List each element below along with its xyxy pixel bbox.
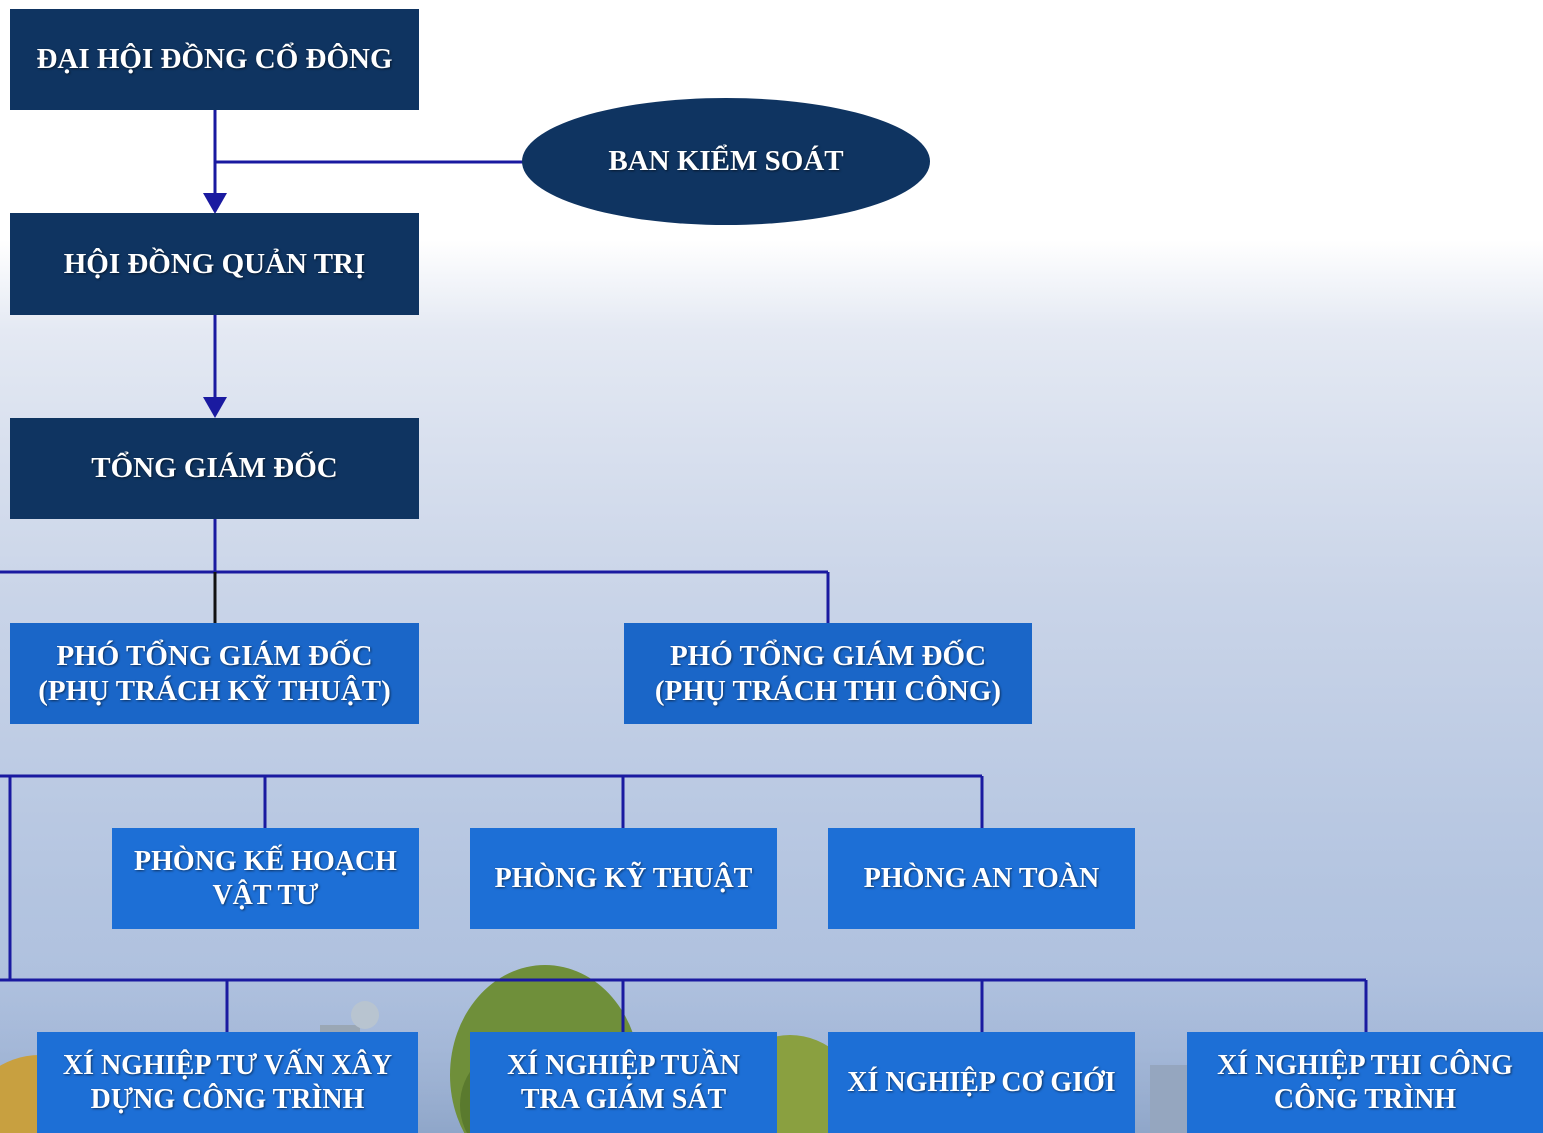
planning-department-box: PHÒNG KẾ HOẠCH VẬT TƯ xyxy=(112,828,419,929)
deputy-ceo-technical-box: PHÓ TỔNG GIÁM ĐỐC (PHỤ TRÁCH KỸ THUẬT) xyxy=(10,623,419,724)
supervisory-board-oval: BAN KIỂM SOÁT xyxy=(522,98,930,225)
mechanical-enterprise-box: XÍ NGHIỆP CƠ GIỚI xyxy=(828,1032,1135,1133)
ceo-box: TỔNG GIÁM ĐỐC xyxy=(10,418,419,519)
technical-department-box: PHÒNG KỸ THUẬT xyxy=(470,828,777,929)
shareholders-box: ĐẠI HỘI ĐỒNG CỔ ĐÔNG xyxy=(10,9,419,110)
planning-line2: VẬT TƯ xyxy=(212,879,319,911)
board-of-directors-box: HỘI ĐỒNG QUẢN TRỊ xyxy=(10,213,419,315)
inspection-enterprise-box: XÍ NGHIỆP TUẦN TRA GIÁM SÁT xyxy=(470,1032,777,1133)
construction-enterprise-box: XÍ NGHIỆP THI CÔNG CÔNG TRÌNH xyxy=(1187,1032,1543,1133)
deputy-construction-line1: PHÓ TỔNG GIÁM ĐỐC xyxy=(669,640,987,673)
construction-line2: CÔNG TRÌNH xyxy=(1273,1083,1457,1115)
construction-line1: XÍ NGHIỆP THI CÔNG xyxy=(1217,1050,1513,1082)
deputy-construction-line2: (PHỤ TRÁCH THI CÔNG) xyxy=(654,674,1002,707)
inspection-line1: XÍ NGHIỆP TUẦN xyxy=(507,1050,740,1082)
ceo-label: TỔNG GIÁM ĐỐC xyxy=(91,452,338,485)
safety-label: PHÒNG AN TOÀN xyxy=(863,862,1100,894)
planning-line1: PHÒNG KẾ HOẠCH xyxy=(134,846,397,878)
mechanical-label: XÍ NGHIỆP CƠ GIỚI xyxy=(847,1066,1116,1098)
safety-department-box: PHÒNG AN TOÀN xyxy=(828,828,1135,929)
board-label: HỘI ĐỒNG QUẢN TRỊ xyxy=(63,247,366,280)
deputy-ceo-construction-box: PHÓ TỔNG GIÁM ĐỐC (PHỤ TRÁCH THI CÔNG) xyxy=(624,623,1032,724)
supervisory-label: BAN KIỂM SOÁT xyxy=(608,145,844,177)
technical-label: PHÒNG KỸ THUẬT xyxy=(494,862,753,894)
deputy-tech-line2: (PHỤ TRÁCH KỸ THUẬT) xyxy=(38,674,391,707)
inspection-line2: TRA GIÁM SÁT xyxy=(520,1083,727,1115)
shareholders-label: ĐẠI HỘI ĐỒNG CỔ ĐÔNG xyxy=(36,43,393,76)
consulting-line1: XÍ NGHIỆP TƯ VẤN XÂY xyxy=(62,1050,393,1082)
consulting-line2: DỰNG CÔNG TRÌNH xyxy=(90,1083,365,1115)
deputy-tech-line1: PHÓ TỔNG GIÁM ĐỐC xyxy=(56,640,373,673)
consulting-enterprise-box: XÍ NGHIỆP TƯ VẤN XÂY DỰNG CÔNG TRÌNH xyxy=(37,1032,418,1133)
